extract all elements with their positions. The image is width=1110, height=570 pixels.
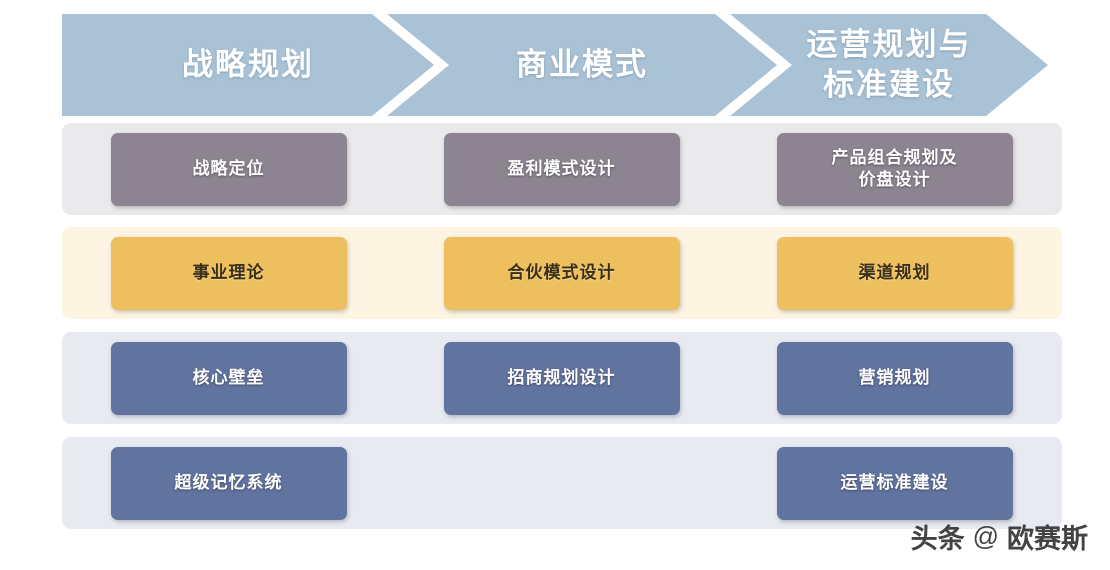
cell-r3c3: 营销规划 — [728, 332, 1061, 424]
card-partnership-model-design[interactable]: 合伙模式设计 — [443, 236, 680, 310]
watermark-platform: 头条 — [910, 524, 965, 554]
cell-r2c3: 渠道规划 — [728, 227, 1061, 319]
cell-r4c1: 超级记忆系统 — [62, 437, 395, 529]
watermark-at-icon: @ — [972, 521, 999, 551]
cell-r1c1: 战略定位 — [62, 123, 395, 215]
phase-chevron-strategy-label: 战略规划 — [182, 47, 314, 83]
card-strategic-positioning[interactable]: 战略定位 — [110, 132, 347, 206]
cell-r3c1: 核心壁垒 — [62, 332, 395, 424]
card-channel-planning[interactable]: 渠道规划 — [776, 236, 1013, 310]
watermark-account: 欧赛斯 — [1007, 524, 1088, 554]
card-theory-of-business[interactable]: 事业理论 — [110, 236, 347, 310]
phase-chevron-strategy[interactable]: 战略规划 — [62, 14, 434, 116]
card-partnership-model-design-label: 合伙模式设计 — [507, 262, 616, 282]
card-operational-standards[interactable]: 运营标准建设 — [776, 446, 1013, 520]
cell-r1c3: 产品组合规划及 价盘设计 — [728, 123, 1061, 215]
cell-r2c1: 事业理论 — [62, 227, 395, 319]
card-marketing-planning[interactable]: 营销规划 — [776, 341, 1013, 415]
cell-r4c3: 运营标准建设 — [728, 437, 1061, 529]
card-super-memory-system[interactable]: 超级记忆系统 — [110, 446, 347, 520]
card-theory-of-business-label: 事业理论 — [192, 262, 265, 282]
card-investment-attraction-design-label: 招商规划设计 — [507, 367, 616, 387]
card-product-portfolio-pricing[interactable]: 产品组合规划及 价盘设计 — [776, 132, 1013, 206]
row-band-systems: 超级记忆系统 运营标准建设 — [62, 437, 1062, 529]
card-operational-standards-label: 运营标准建设 — [840, 472, 949, 492]
watermark: 头条 @ 欧赛斯 — [911, 517, 1088, 556]
cell-r3c2: 招商规划设计 — [395, 332, 728, 424]
row-band-theory: 事业理论 合伙模式设计 渠道规划 — [62, 227, 1062, 319]
card-core-barrier-label: 核心壁垒 — [192, 367, 265, 387]
cell-r1c2: 盈利模式设计 — [395, 123, 728, 215]
cell-r2c2: 合伙模式设计 — [395, 227, 728, 319]
card-investment-attraction-design[interactable]: 招商规划设计 — [443, 341, 680, 415]
card-profit-model-design-label: 盈利模式设计 — [507, 158, 616, 178]
cell-r4c2 — [395, 437, 728, 529]
phase-chevron-business-model[interactable]: 商业模式 — [387, 14, 777, 116]
row-band-core: 核心壁垒 招商规划设计 营销规划 — [62, 332, 1062, 424]
card-strategic-positioning-label: 战略定位 — [192, 158, 265, 178]
card-channel-planning-label: 渠道规划 — [858, 262, 931, 282]
row-band-positioning: 战略定位 盈利模式设计 产品组合规划及 价盘设计 — [62, 123, 1062, 215]
card-marketing-planning-label: 营销规划 — [858, 367, 931, 387]
phase-chevron-operations-label: 运营规划与 标准建设 — [806, 27, 972, 102]
phase-chevron-business-model-label: 商业模式 — [516, 47, 648, 83]
card-super-memory-system-label: 超级记忆系统 — [174, 472, 283, 492]
card-product-portfolio-pricing-label: 产品组合规划及 价盘设计 — [831, 147, 958, 189]
card-profit-model-design[interactable]: 盈利模式设计 — [443, 132, 680, 206]
phase-chevron-operations[interactable]: 运营规划与 标准建设 — [730, 14, 1048, 116]
phase-chevron-header: 战略规划 商业模式 运营规划与 标准建设 — [62, 14, 1048, 116]
card-core-barrier[interactable]: 核心壁垒 — [110, 341, 347, 415]
